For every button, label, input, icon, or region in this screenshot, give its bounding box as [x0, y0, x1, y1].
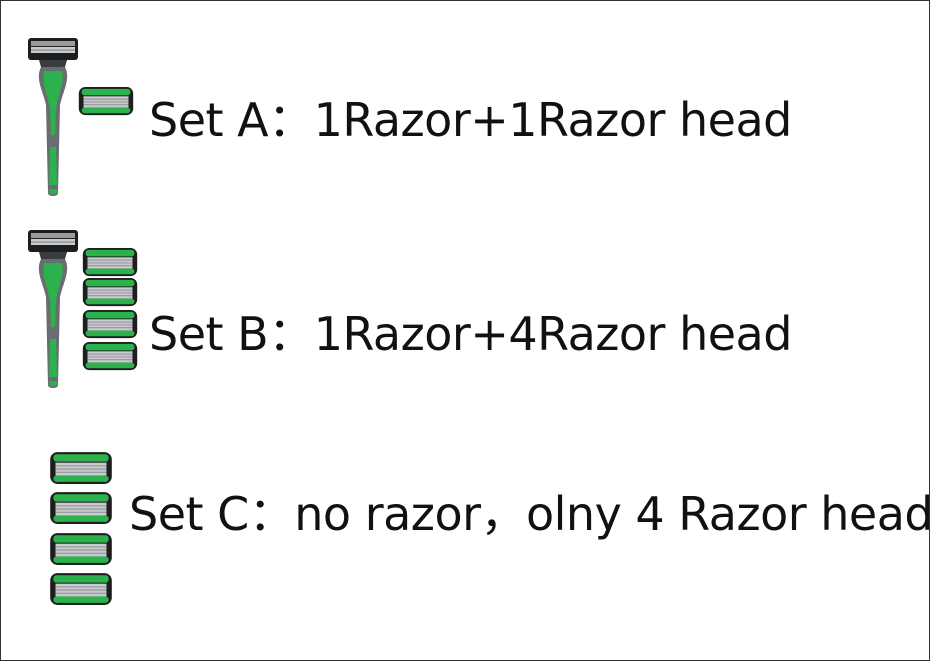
- razor-head-icon: [49, 532, 113, 566]
- set-c-label: Set C：no razor，olny 4 Razor head: [129, 487, 930, 541]
- razor-head-icon: [49, 572, 113, 606]
- razor-head-icon: [49, 491, 113, 525]
- razor-icon: [25, 227, 81, 391]
- set-b-label: Set B：1Razor+4Razor head: [149, 307, 792, 361]
- razor-icon: [25, 35, 81, 199]
- razor-head-icon: [77, 86, 135, 116]
- razor-head-icon: [81, 341, 139, 371]
- razor-head-icon: [81, 277, 139, 307]
- razor-head-icon: [81, 247, 139, 277]
- set-a-label: Set A：1Razor+1Razor head: [149, 93, 792, 147]
- razor-head-icon: [81, 309, 139, 339]
- razor-head-icon: [49, 451, 113, 485]
